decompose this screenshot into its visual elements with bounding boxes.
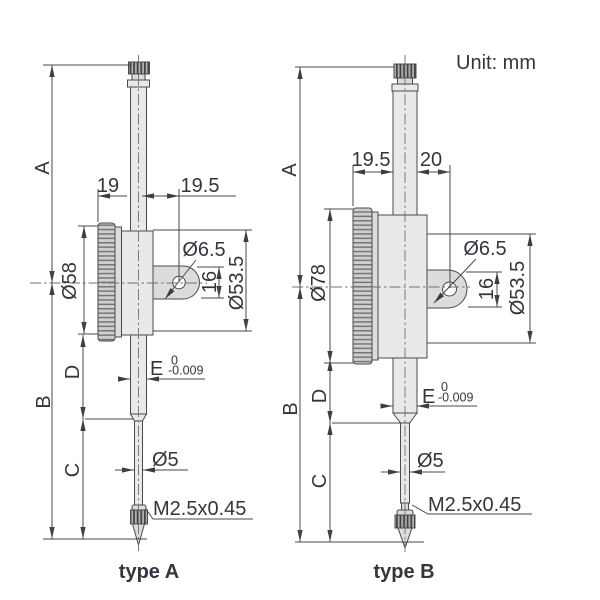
- figure-caption-type-a: type A: [119, 561, 179, 583]
- dim-label-d: D: [62, 365, 84, 379]
- dim-label-a: A: [32, 161, 54, 175]
- dim-label-19-5: 19.5: [181, 175, 220, 197]
- stem-fit-label: E: [150, 358, 163, 380]
- figure-caption-type-b: type B: [373, 561, 434, 583]
- lug-hole-leader: [164, 259, 197, 300]
- top-cap-knurl: [128, 61, 150, 75]
- dial-case: [377, 214, 428, 359]
- dim-label-bezel-dia: Ø78: [308, 264, 330, 302]
- dim-label-b: B: [280, 402, 302, 415]
- dial-bezel: [97, 222, 116, 342]
- dim-label-d: D: [309, 389, 331, 403]
- stem-tolerance-upper: 0: [171, 354, 178, 368]
- dim-label-19-5: 19.5: [352, 149, 391, 171]
- bezel-rim: [371, 211, 379, 361]
- dim-label-19: 19: [97, 175, 119, 197]
- dim-label-lug-width: 16: [199, 271, 221, 293]
- dim-label-20: 20: [420, 149, 442, 171]
- thread-leader: [411, 504, 532, 515]
- dim-label-spindle-dia: Ø5: [417, 450, 444, 472]
- stem-fit-label: E: [422, 386, 435, 408]
- contact-nut-knurl: [130, 509, 148, 525]
- dim-label-back-dia: Ø53.5: [226, 256, 248, 310]
- dim-label-a: A: [279, 163, 301, 177]
- stem-tolerance-lower: -0.009: [168, 364, 203, 378]
- stem-tolerance-upper: 0: [441, 380, 448, 394]
- bezel-rim: [114, 226, 122, 338]
- figure-type-a: 19 19.5 A B D C Ø58 Ø53.5 16 Ø6.5 E 0 -0…: [30, 55, 253, 583]
- dim-label-c: C: [309, 474, 331, 488]
- thread-leader: [145, 508, 253, 520]
- dim-label-c: C: [62, 463, 84, 477]
- contact-nut-washer: [131, 504, 147, 511]
- lower-stem: [392, 357, 418, 414]
- dim-label-bezel-dia: Ø58: [59, 262, 81, 300]
- dim-label-lug-width: 16: [476, 278, 498, 300]
- dim-label-back-dia: Ø53.5: [507, 261, 529, 315]
- dim-label-b: B: [33, 395, 55, 408]
- lug-hole-leader: [433, 258, 477, 304]
- figure-type-b: 19.5 20 A B D C Ø78 Ø53.5 16 Ø6.5 E 0 -0…: [279, 55, 536, 583]
- dial-bezel: [352, 207, 373, 365]
- dim-label-lug-hole: Ø6.5: [463, 238, 506, 260]
- unit-label: Unit: mm: [456, 52, 536, 74]
- thread-label: M2.5x0.45: [153, 498, 246, 520]
- dim-label-lug-hole: Ø6.5: [182, 239, 225, 261]
- dim-label-spindle-dia: Ø5: [152, 449, 179, 471]
- thread-label: M2.5x0.45: [428, 494, 521, 516]
- stem-tolerance-lower: -0.009: [438, 391, 473, 405]
